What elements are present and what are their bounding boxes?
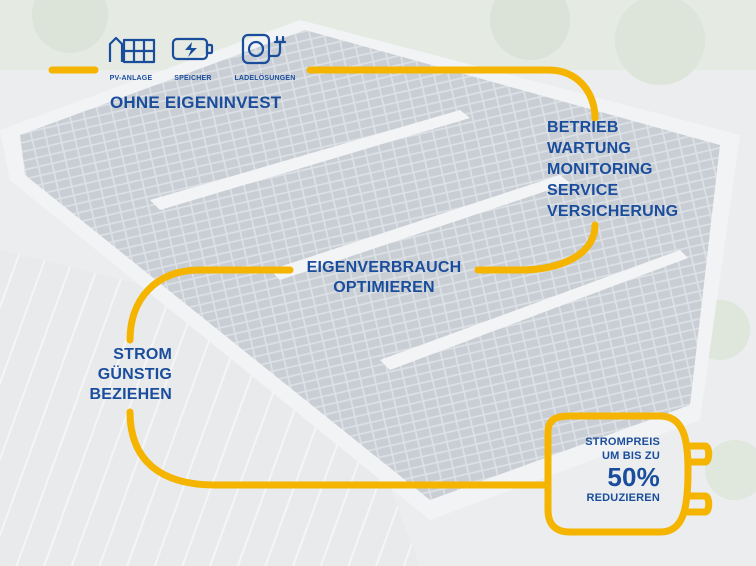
ev-charger-label: LADELÖSUNGEN (234, 75, 296, 82)
battery-storage-label: SPEICHER (174, 75, 212, 82)
service-insurance: VERSICHERUNG (547, 203, 679, 220)
cheap-power-text: STROM GÜNSTIG BEZIEHEN (70, 345, 172, 405)
self-consumption-line1: EIGENVERBRAUCH (306, 259, 462, 276)
plug-line3: REDUZIEREN (586, 492, 660, 504)
path-right-to-center (474, 221, 599, 274)
plug-body (544, 412, 692, 536)
plug-percent: 50% (607, 462, 660, 492)
headline: OHNE EIGENINVEST (110, 93, 282, 112)
plug-line1: STROMPREIS (585, 436, 660, 448)
ev-charger-icon (240, 32, 290, 66)
self-consumption-text: EIGENVERBRAUCH OPTIMIEREN (292, 258, 476, 298)
cheap-power-line1: STROM (113, 346, 172, 363)
service-service: SERVICE (547, 182, 619, 199)
service-operation: BETRIEB (547, 119, 619, 136)
plug-line2: UM BIS ZU (601, 450, 660, 462)
service-monitoring: MONITORING (547, 161, 653, 178)
pv-plant-icon (108, 34, 156, 64)
services-list: BETRIEB WARTUNG MONITORING SERVICE VERSI… (547, 117, 678, 222)
plug-text: STROMPREIS UM BIS ZU 50% REDUZIEREN (556, 435, 660, 505)
cheap-power-line3: BEZIEHEN (89, 386, 172, 403)
path-main (306, 66, 599, 122)
plug-prong-top (684, 442, 713, 466)
plug-prong-bottom (684, 492, 713, 516)
cheap-power-line2: GÜNSTIG (97, 366, 172, 383)
service-maintenance: WARTUNG (547, 140, 632, 157)
battery-storage-icon (170, 34, 216, 64)
path-left-to-plug (126, 408, 552, 489)
pv-plant-label: PV-ANLAGE (109, 75, 153, 82)
self-consumption-line2: OPTIMIEREN (333, 279, 435, 296)
path-center-to-left (126, 266, 294, 344)
